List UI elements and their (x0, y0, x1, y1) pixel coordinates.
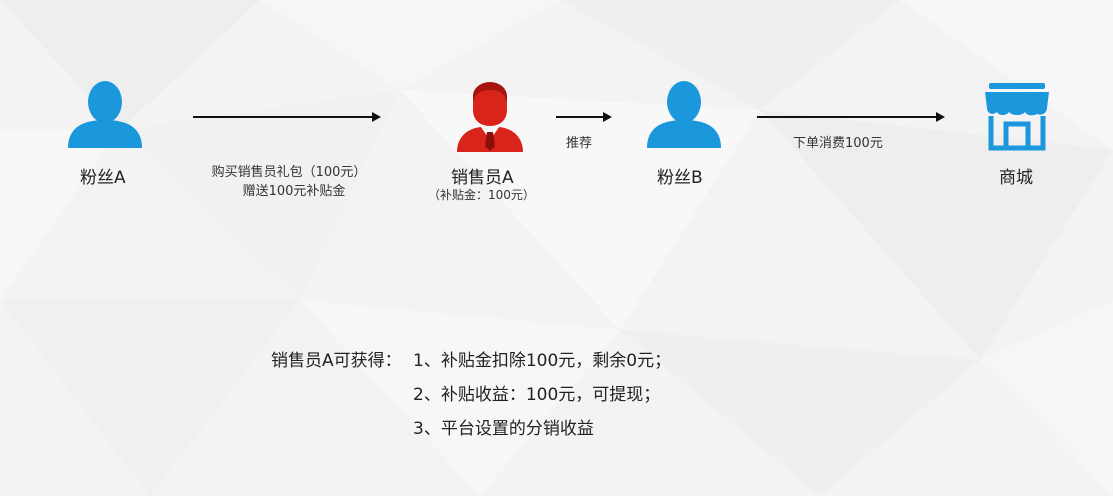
summary-item-2: 2、补贴收益：100元，可提现； (413, 385, 661, 405)
summary-item-1: 1、补贴金扣除100元，剩余0元； (413, 351, 672, 371)
node-label-fan-a: 粉丝A (80, 168, 126, 188)
arrow-fan-b-to-mall (757, 112, 945, 122)
person-icon (68, 81, 142, 148)
edge-label-line2: 赠送100元补贴金 (242, 184, 346, 199)
edge-label-recommend: 推荐 (566, 136, 593, 151)
person-icon (647, 81, 721, 148)
arrow-seller-to-fan-b (556, 112, 612, 122)
edge-label-order: 下单消费100元 (793, 136, 883, 151)
summary-item-3: 3、平台设置的分销收益 (413, 419, 594, 439)
arrow-fan-a-to-seller (193, 112, 381, 122)
node-mall (981, 80, 1053, 152)
storefront-icon (985, 83, 1049, 151)
edge-label-line1: 购买销售员礼包（100元） (211, 165, 367, 180)
person-tie-icon (457, 82, 523, 152)
node-seller-a (455, 80, 525, 152)
node-fan-a (64, 80, 146, 150)
node-sub-seller-a: （补贴金：100元） (428, 188, 535, 202)
node-label-fan-b: 粉丝B (657, 168, 703, 188)
node-label-seller-a: 销售员A (451, 168, 514, 188)
edge-label-gift-pack: 购买销售员礼包（100元） 赠送100元补贴金 (194, 163, 384, 201)
summary-prefix: 销售员A可获得： (271, 351, 402, 371)
node-label-mall: 商城 (999, 168, 1033, 188)
node-fan-b (643, 80, 725, 150)
